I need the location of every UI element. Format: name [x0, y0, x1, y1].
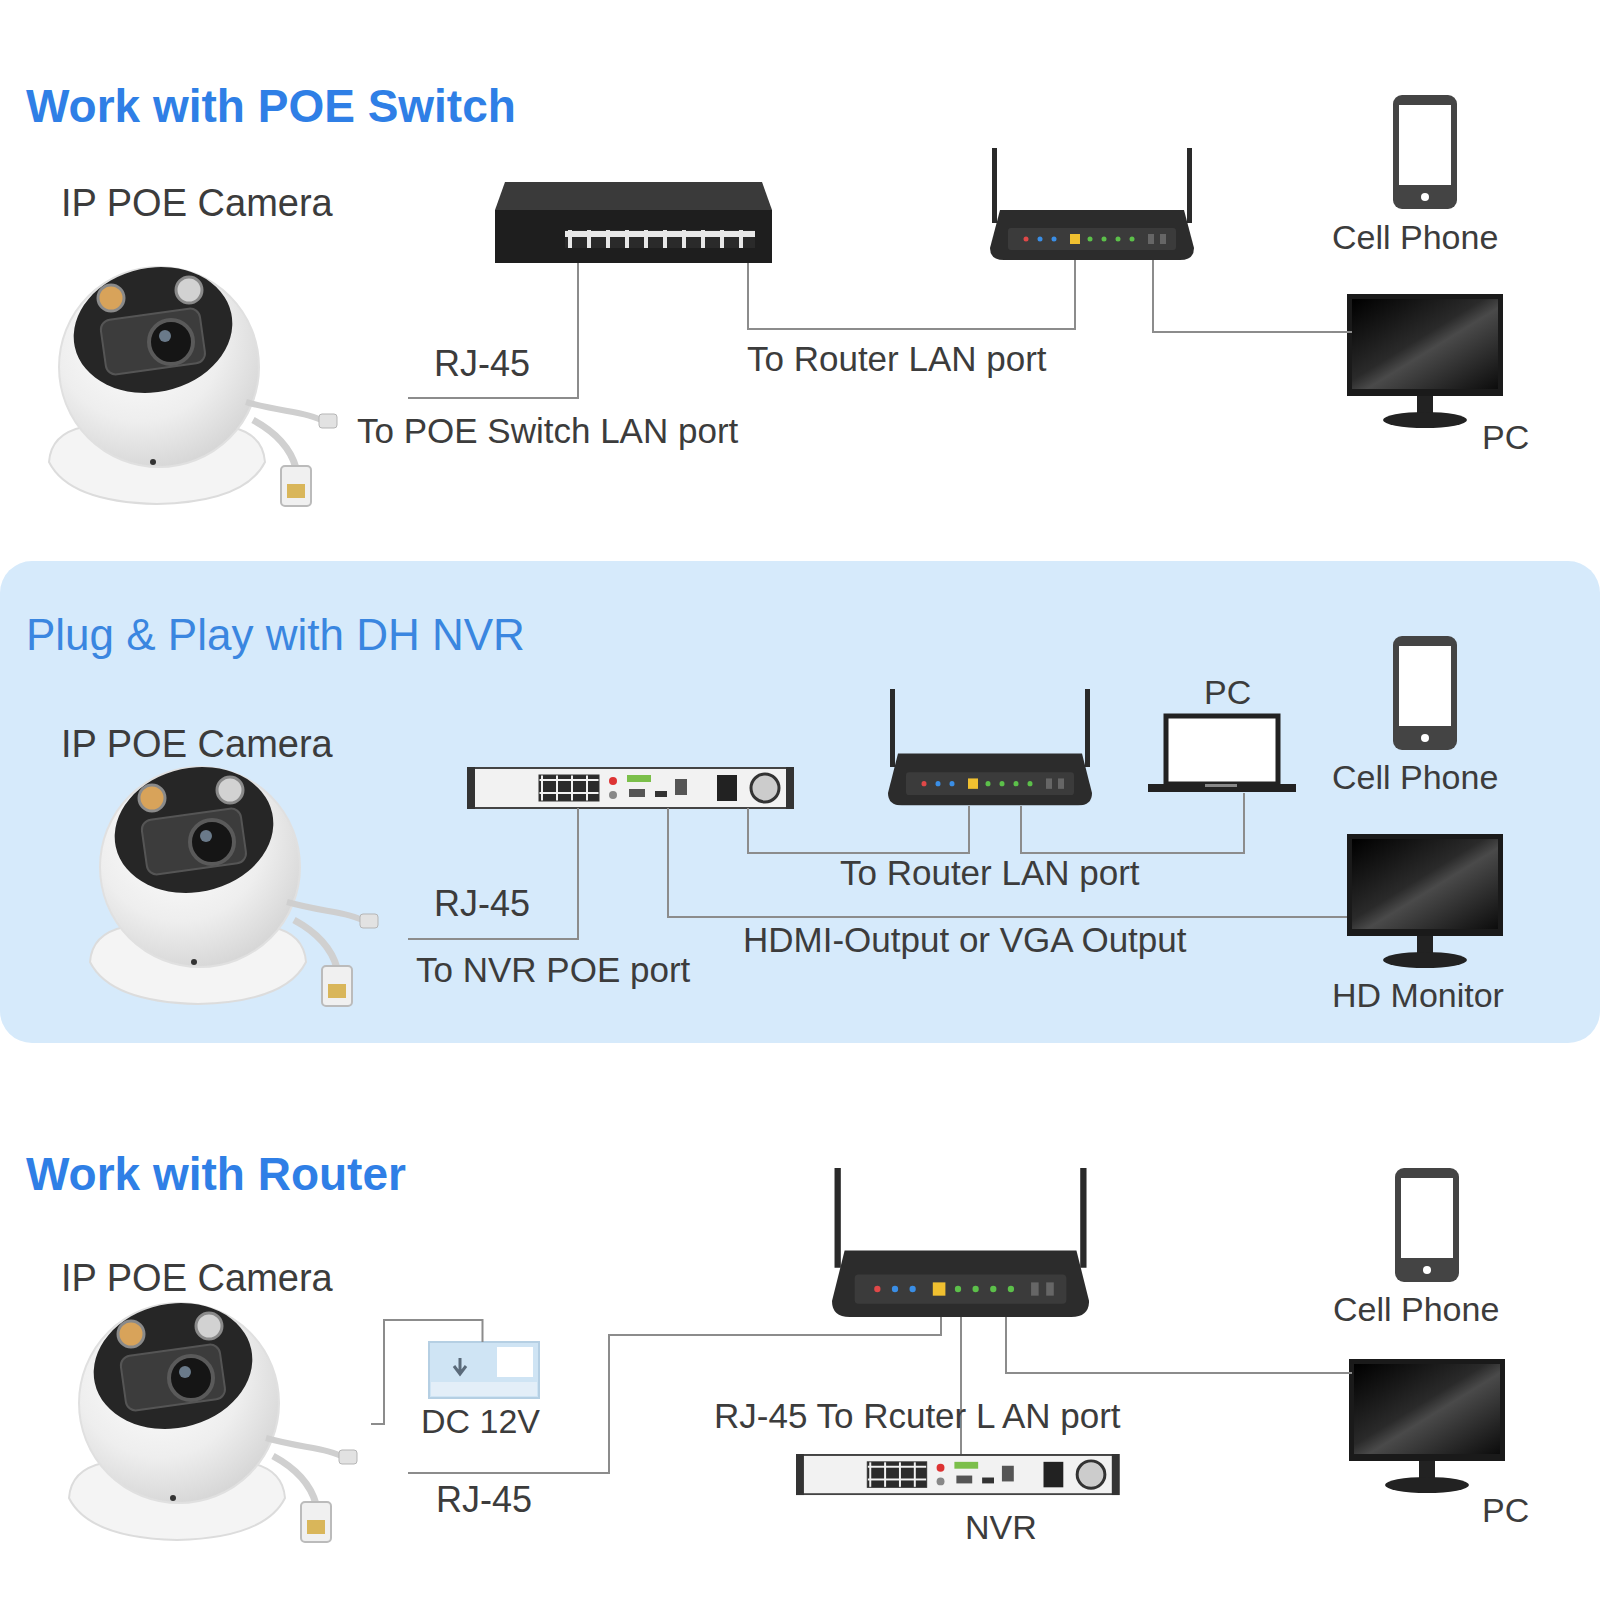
laptop-base [1148, 784, 1296, 792]
switch-front [495, 210, 772, 263]
pc-node: PC [1340, 1352, 1540, 1532]
laptop [1148, 716, 1296, 792]
node-label: Cell Phone [1333, 1289, 1510, 1330]
node-label: IP POE Camera [61, 1256, 371, 1302]
phones [1393, 95, 1459, 1282]
node-label: NVR [965, 1507, 1130, 1548]
cell-phone [1393, 95, 1457, 209]
nvr [796, 1454, 1120, 1495]
nvr-node: NVR [790, 1448, 1130, 1548]
cell-phone [1395, 1168, 1459, 1282]
wire [1021, 793, 1244, 853]
node-label: IP POE Camera [61, 181, 376, 227]
phone-node: Cell Phone [1325, 90, 1510, 260]
port-label: To POE Switch LAN port [357, 410, 1117, 452]
port-label: RJ-45 To Rcuter L AN port [714, 1395, 1474, 1437]
switch-port-strip [565, 230, 755, 248]
router [990, 148, 1194, 260]
camera-node: IP POE Camera [41, 1250, 371, 1545]
node-label: PC [1482, 417, 1540, 458]
switch-top [495, 182, 772, 210]
monitors [1347, 294, 1505, 1493]
wire [1006, 1317, 1352, 1373]
camera-node: IP POE Camera [41, 180, 376, 510]
node-label: Cell Phone [1332, 217, 1510, 258]
nvrs [467, 767, 1120, 1495]
wire [668, 808, 1347, 917]
adapter-body [429, 1342, 539, 1398]
node-label: Cell Phone [1332, 757, 1510, 798]
switch-ports [565, 230, 755, 248]
port-label: To Router LAN port [840, 852, 1600, 894]
node-label: IP POE Camera [61, 722, 376, 768]
power-adapter-node: DC 12V [415, 1342, 550, 1447]
camera [69, 1289, 357, 1542]
power-wire [371, 1320, 483, 1424]
camera-node: IP POE Camera [61, 715, 376, 1015]
cell-phone [1393, 636, 1457, 750]
cable-label: RJ-45 [434, 342, 1194, 385]
router [832, 1168, 1089, 1317]
nvr [467, 767, 794, 809]
laptop-notch [1205, 784, 1237, 787]
pc-node: PC [1340, 288, 1540, 458]
pc-monitor [1349, 1359, 1505, 1493]
pc-monitor [1347, 294, 1503, 428]
monitor-node: HD Monitor [1325, 825, 1525, 1020]
wire [748, 260, 1075, 329]
node-label: Plug & Play with DH NVR [26, 609, 1600, 662]
wire [408, 1317, 941, 1473]
wire [1153, 260, 1352, 332]
poe-switch [495, 182, 772, 263]
phone-node: Cell Phone [1325, 1160, 1510, 1335]
hd-monitor [1347, 834, 1503, 968]
routers [832, 148, 1194, 1317]
adapter-strip [431, 1382, 537, 1396]
output-label: HDMI-Output or VGA Output [743, 919, 1503, 961]
power-adapter [429, 1342, 539, 1398]
node-label: PC [1482, 1490, 1540, 1531]
laptop-node: PC [1140, 665, 1305, 800]
node-label: PC [1204, 672, 1305, 713]
port-label: To NVR POE port [416, 949, 1176, 991]
adapter-socket [497, 1347, 533, 1377]
camera [49, 253, 337, 506]
node-label: HD Monitor [1332, 975, 1525, 1016]
wire [408, 808, 578, 939]
wire [748, 806, 969, 853]
outlet-icon [454, 1358, 466, 1374]
port-label: To Router LAN port [747, 338, 1507, 380]
wire [408, 263, 578, 398]
section-heading: Work with POE Switch [26, 79, 786, 134]
wires [408, 260, 1352, 1473]
section-band: Plug & Play with DH NVR IP POE Camera PC Ce… [0, 561, 1600, 1043]
node-label: DC 12V [421, 1401, 550, 1442]
section-heading: Work with Router [26, 1147, 786, 1202]
camera [90, 753, 378, 1006]
router [888, 689, 1092, 805]
camera-illustration [49, 253, 378, 1542]
cable-label: RJ-45 [434, 882, 1194, 925]
laptop-screen [1166, 716, 1278, 784]
cable-label: RJ-45 [436, 1478, 1196, 1521]
phone-node: Cell Phone [1325, 620, 1510, 800]
wire [960, 1317, 962, 1454]
